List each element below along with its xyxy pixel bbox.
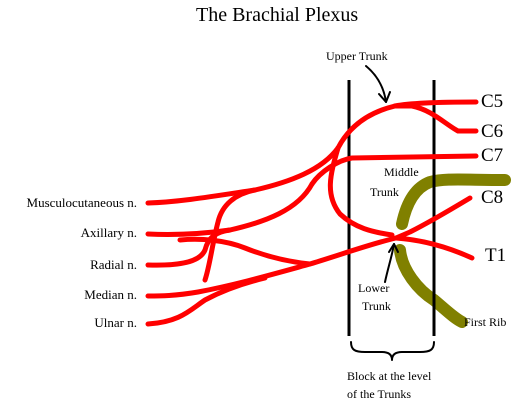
label-root-c6: C6 [481,121,504,142]
label-upper-trunk: Upper Trunk [326,49,388,63]
label-radial-nerve: Radial n. [90,257,137,272]
label-root-c8: C8 [481,187,504,208]
label-musculocutaneous-nerve: Musculocutaneous n. [26,195,137,210]
label-root-c5: C5 [481,91,504,112]
label-axillary-nerve: Axillary n. [80,225,137,240]
root-c7 [309,153,479,187]
label-root-t1: T1 [485,245,507,266]
nerve-network [145,99,479,327]
root-c8 [393,195,473,241]
label-arrows [365,65,399,283]
posterior-branch [177,236,313,267]
label-median-nerve: Median n. [84,287,137,302]
upper-trunk [335,103,398,151]
label-root-c7: C7 [481,145,504,166]
lower-trunk-arrow [384,243,395,283]
ulnar-branch [145,275,268,327]
label-ulnar-nerve: Ulnar n. [94,315,137,330]
label-block-line-2: of the Trunks [347,387,412,401]
label-lower-trunk-2: Trunk [362,299,391,313]
label-first-rib: First Rib [464,315,507,329]
label-middle-trunk-2: Trunk [370,185,399,199]
page-title: The Brachial Plexus [196,4,359,26]
root-c6 [392,103,479,134]
label-lower-trunk-1: Lower [358,281,390,295]
label-middle-trunk-1: Middle [384,165,419,179]
block-brace [350,341,435,361]
median-branch [202,187,258,283]
upper-trunk-arrow [365,65,387,103]
label-block-line-1: Block at the level [347,369,432,383]
root-t1 [393,235,475,261]
axillary-branch [145,227,233,268]
interscalene-lines [347,80,436,336]
upper-division-2 [327,145,395,238]
